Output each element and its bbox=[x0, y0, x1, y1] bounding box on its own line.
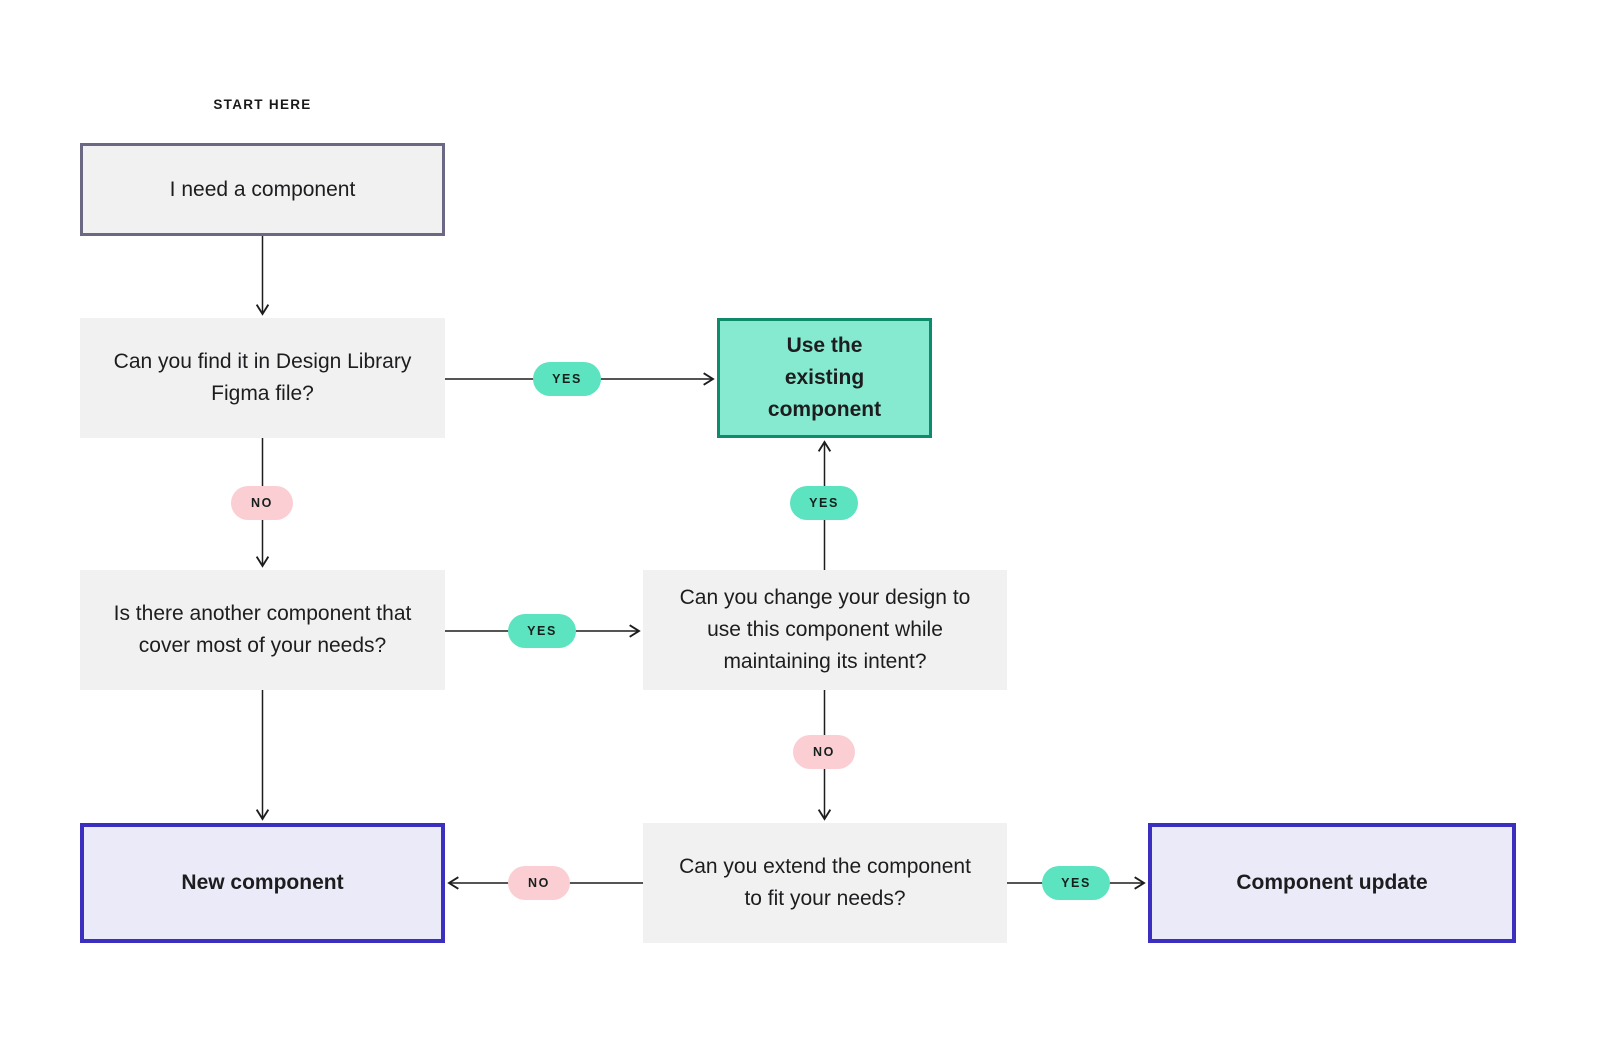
node-another-component: Is there another component that cover mo… bbox=[80, 570, 445, 690]
node-label: Can you change your design to use this c… bbox=[679, 586, 971, 673]
node-label: Can you find it in Design Library Figma … bbox=[113, 350, 412, 405]
node-label: Is there another component that cover mo… bbox=[113, 602, 412, 657]
node-new-component: New component bbox=[80, 823, 445, 943]
node-component-update: Component update bbox=[1148, 823, 1516, 943]
edge-pill-yes-extend: YES bbox=[1042, 866, 1110, 900]
node-label: New component bbox=[181, 871, 344, 895]
node-label: Use the existing component bbox=[767, 334, 882, 421]
node-change-design: Can you change your design to use this c… bbox=[643, 570, 1007, 690]
edge-pill-no-change: NO bbox=[793, 735, 855, 769]
node-label: I need a component bbox=[169, 177, 356, 201]
edge-pill-no-extend: NO bbox=[508, 866, 570, 900]
node-start: I need a component bbox=[80, 143, 445, 236]
edge-pill-no-find: NO bbox=[231, 486, 293, 520]
edge-pill-yes-find: YES bbox=[533, 362, 601, 396]
start-here-label: START HERE bbox=[213, 97, 312, 112]
node-find-in-library: Can you find it in Design Library Figma … bbox=[80, 318, 445, 438]
node-label: Component update bbox=[1236, 871, 1428, 895]
edge-pill-yes-another: YES bbox=[508, 614, 576, 648]
edge-pill-yes-change: YES bbox=[790, 486, 858, 520]
node-label: Can you extend the component to fit your… bbox=[679, 855, 971, 910]
node-extend-component: Can you extend the component to fit your… bbox=[643, 823, 1007, 943]
node-use-existing: Use the existing component bbox=[717, 318, 932, 438]
